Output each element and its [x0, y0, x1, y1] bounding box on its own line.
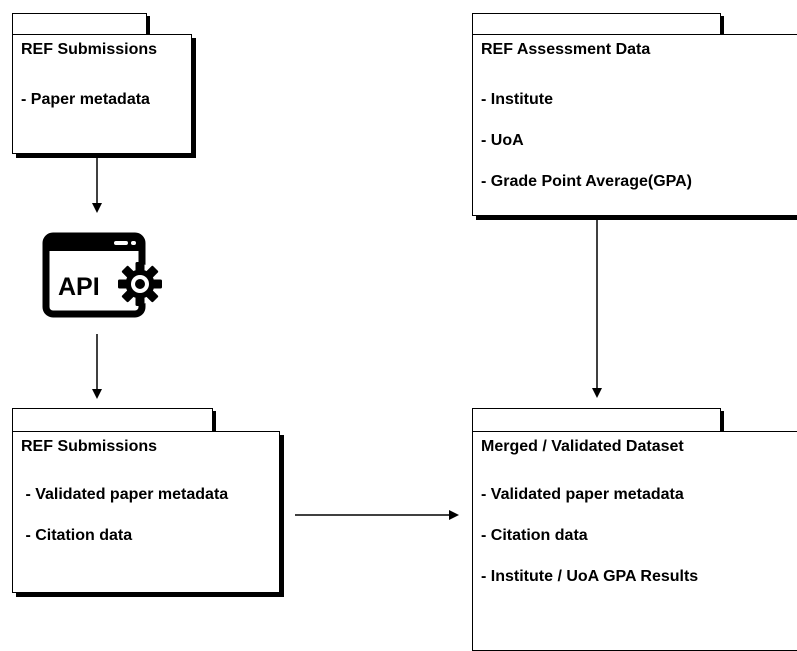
folder-tab	[12, 408, 213, 432]
folder-tab	[472, 13, 721, 35]
ref-submissions-validated-box: REF Submissions - Validated paper metada…	[12, 431, 280, 593]
api-label: API	[58, 273, 100, 301]
folder-tab	[12, 13, 147, 35]
ref-submissions-box: REF Submissions - Paper metadata	[12, 34, 192, 154]
box-title: REF Assessment Data	[481, 41, 651, 58]
folder-tab	[472, 408, 721, 432]
ref-assessment-box: REF Assessment Data - Institute - UoA - …	[472, 34, 797, 216]
merged-dataset-box: Merged / Validated Dataset - Validated p…	[472, 431, 797, 651]
box-item: - Grade Point Average(GPA)	[481, 173, 692, 190]
box-item: - Institute	[481, 91, 553, 108]
box-item: - UoA	[481, 132, 524, 149]
box-title: REF Submissions	[21, 41, 158, 58]
box-title: Merged / Validated Dataset	[481, 438, 684, 455]
box-item: - Paper metadata	[21, 91, 150, 108]
box-item: - Validated paper metadata	[21, 486, 229, 503]
box-item: - Citation data	[481, 527, 588, 544]
box-item: - Validated paper metadata	[481, 486, 684, 503]
box-item: - Institute / UoA GPA Results	[481, 568, 699, 585]
api-gear-icon: API	[42, 232, 172, 320]
box-item: - Citation data	[21, 527, 133, 544]
box-title: REF Submissions	[21, 438, 158, 455]
